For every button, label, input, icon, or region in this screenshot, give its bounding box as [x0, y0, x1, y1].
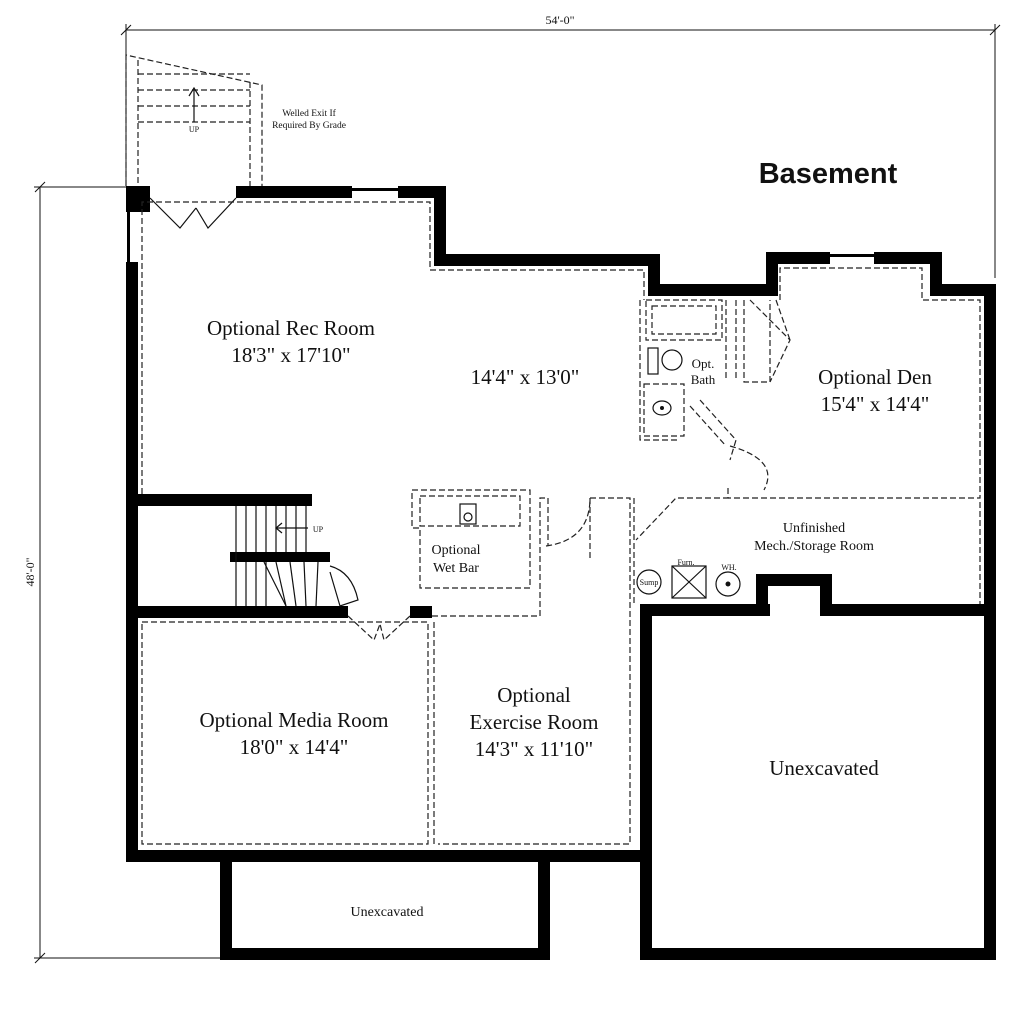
basement-stairs	[235, 506, 359, 607]
exterior-walls	[126, 186, 996, 960]
den-name: Optional Den	[818, 365, 932, 389]
dimension-depth: 48'-0"	[23, 557, 37, 586]
media-room-doors	[347, 615, 411, 642]
welled-exit-up-label: UP	[189, 125, 200, 134]
dimension-lines	[34, 24, 1001, 964]
unexcavated-bottom-label: Unexcavated	[350, 905, 423, 920]
wet-bar-line2: Wet Bar	[433, 561, 479, 576]
opt-bath-line2: Bath	[691, 372, 716, 387]
sink-icon	[652, 400, 672, 416]
furnace-icon	[671, 565, 707, 599]
dimension-width: 54'-0"	[545, 13, 574, 27]
exercise-room-size: 14'3" x 11'10"	[475, 737, 593, 761]
exercise-room-line1: Optional	[497, 683, 571, 707]
interior-finish-lines	[141, 201, 981, 845]
mechanical-fixtures	[636, 565, 741, 599]
mech-room-line1: Unfinished	[783, 521, 845, 536]
opt-bath-line1: Opt.	[692, 356, 715, 371]
rec-room-doors	[149, 197, 237, 229]
page-title: Basement	[759, 158, 898, 190]
bath-fixtures	[647, 347, 683, 416]
center-area-size: 14'4" x 13'0"	[471, 365, 580, 389]
exercise-room-line2: Exercise Room	[470, 710, 599, 734]
stairs-up-label: UP	[313, 525, 324, 534]
water-heater-icon	[715, 571, 741, 597]
rec-room-name: Optional Rec Room	[207, 316, 375, 340]
wet-bar-sink-icon	[459, 503, 477, 525]
water-heater-label: WH.	[721, 563, 736, 572]
sump-icon	[636, 569, 662, 595]
toilet-icon	[661, 349, 683, 371]
media-room-name: Optional Media Room	[200, 708, 389, 732]
unexcavated-right-label: Unexcavated	[769, 756, 879, 780]
media-room-size: 18'0" x 14'4"	[240, 735, 349, 759]
furnace-label: Furn.	[677, 558, 694, 567]
welled-exit	[125, 54, 263, 186]
wet-bar-line1: Optional	[432, 543, 481, 558]
welled-exit-note-line1: Welled Exit If	[282, 108, 336, 119]
sump-label: Sump	[640, 578, 659, 587]
den-size: 15'4" x 14'4"	[821, 392, 930, 416]
welled-exit-note-line2: Required By Grade	[272, 121, 346, 131]
rec-room-size: 18'3" x 17'10"	[231, 343, 350, 367]
mech-room-line2: Mech./Storage Room	[754, 539, 874, 554]
